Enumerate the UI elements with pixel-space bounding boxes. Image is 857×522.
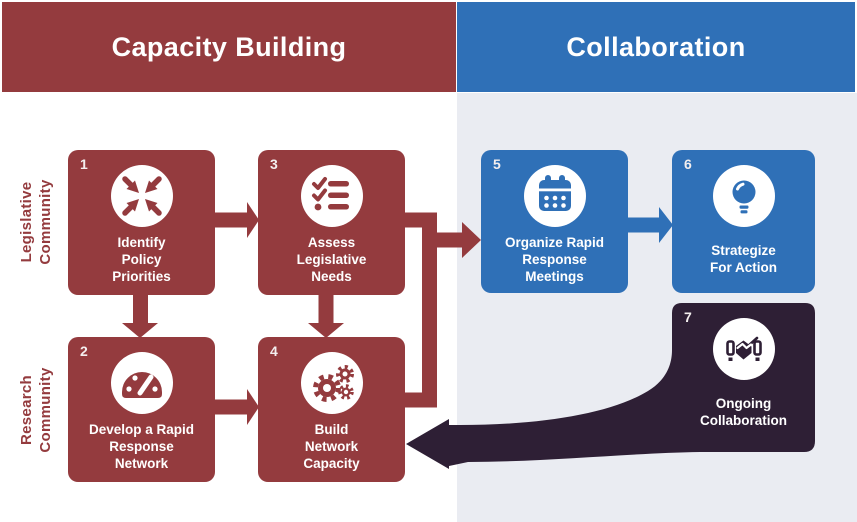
step-label: Build Network Capacity [262,421,401,472]
arrow-3-4-to-5 [400,212,481,408]
step-box-ongoing-collaboration: 7 Ongoing Collaboration [672,303,815,452]
step-label: Assess Legislative Needs [262,234,401,285]
step-label-line: Response [522,252,587,267]
step-number: 4 [270,343,278,359]
step-number: 2 [80,343,88,359]
step-number: 5 [493,156,501,172]
step-label: Strategize For Action [676,242,811,276]
arrow-1-to-3 [215,202,259,238]
arrow-5-to-6 [628,207,673,243]
calendar-icon [523,165,586,227]
step-box-assess-legislative-needs: 3 Assess Legislative Needs [258,150,405,295]
gears-icon [300,352,363,414]
handshake-icon [712,318,775,380]
gauge-icon [110,352,173,414]
row-label-line: Legislative [18,181,35,263]
step-label: Develop a Rapid Response Network [72,421,211,472]
lightbulb-icon [712,165,775,227]
checklist-icon [300,165,363,227]
step-box-strategize-for-action: 6 Strategize For Action [672,150,815,293]
step-label-line: Collaboration [700,413,787,428]
step-label-line: Needs [311,269,352,284]
step-label-line: Assess [307,235,356,250]
step-label-line: Build [314,422,349,437]
arrow-1-to-2 [122,295,158,338]
row-label-line: Community [37,367,54,453]
step-label-line: Priorities [112,269,171,284]
row-label-line: Community [37,179,54,265]
row-label-line: Research [18,375,35,445]
step-label-line: Ongoing [715,396,772,411]
step-label-line: Response [109,439,174,454]
step-label: Identify Policy Priorities [72,234,211,285]
row-label-research-community: Research Community [17,310,55,510]
step-number: 7 [684,309,692,325]
step-label-line: Organize Rapid [504,235,604,250]
row-label-legislative-community: Legislative Community [17,122,55,322]
arrow-3-to-4 [308,295,344,338]
step-label-line: Identify [117,235,166,250]
step-label-line: Legislative [296,252,367,267]
step-label-line: Policy [121,252,162,267]
compress-arrows-icon [110,165,173,227]
step-box-develop-rapid-response-network: 2 Develop a Rapid Response Network [68,337,215,482]
step-label-line: Network [304,439,359,454]
step-number: 6 [684,156,692,172]
arrow-2-to-4 [215,389,259,425]
step-label: Organize Rapid Response Meetings [485,234,624,285]
step-box-identify-policy-priorities: 1 [68,150,215,295]
step-label-line: Strategize [711,243,776,258]
capacity-building-title: Capacity Building [111,31,347,62]
step-label: Ongoing Collaboration [676,395,811,429]
step-number: 1 [80,156,88,172]
step-number: 3 [270,156,278,172]
step-label-line: Network [114,456,169,471]
step-label-line: Develop a Rapid [88,422,195,437]
step-box-build-network-capacity: 4 Build Network Capacity [258,337,405,482]
capacity-building-header: Capacity Building [2,2,456,92]
step-box-organize-rapid-response-meetings: 5 Organize Rapid Response Meetings [481,150,628,293]
step-label-line: Meetings [525,269,584,284]
collaboration-header: Collaboration [457,2,855,92]
collaboration-title: Collaboration [566,31,746,62]
step-label-line: Capacity [303,456,360,471]
step-label-line: For Action [710,260,777,275]
